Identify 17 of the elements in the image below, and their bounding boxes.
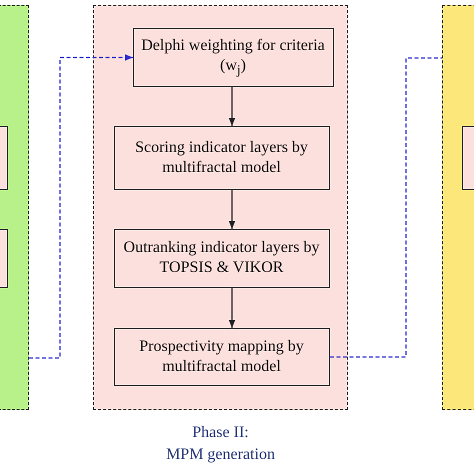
box-label: Outranking indicator layers by TOPSIS & VIKOR — [122, 238, 320, 278]
phase-panel — [442, 5, 474, 410]
phase-caption: Phase II: — [191, 423, 250, 443]
process-box — [114, 126, 330, 190]
process-box — [114, 328, 330, 386]
arrow — [228, 190, 236, 229]
dashed-arrow — [29, 54, 133, 359]
process-box — [132, 28, 334, 86]
phase-caption: MPM generation — [165, 445, 276, 465]
arrow — [228, 87, 236, 126]
box-label: Delphi weighting for criteria (w$_{j}$) — [140, 36, 326, 78]
process-box — [114, 228, 330, 288]
arrow — [228, 288, 236, 328]
phase-panel — [93, 5, 348, 410]
box-label: Prospectivity mapping by multifractal model — [138, 336, 305, 376]
phase-panel — [0, 5, 29, 410]
box-label: Scoring indicator layers by multifractal model — [134, 138, 309, 178]
